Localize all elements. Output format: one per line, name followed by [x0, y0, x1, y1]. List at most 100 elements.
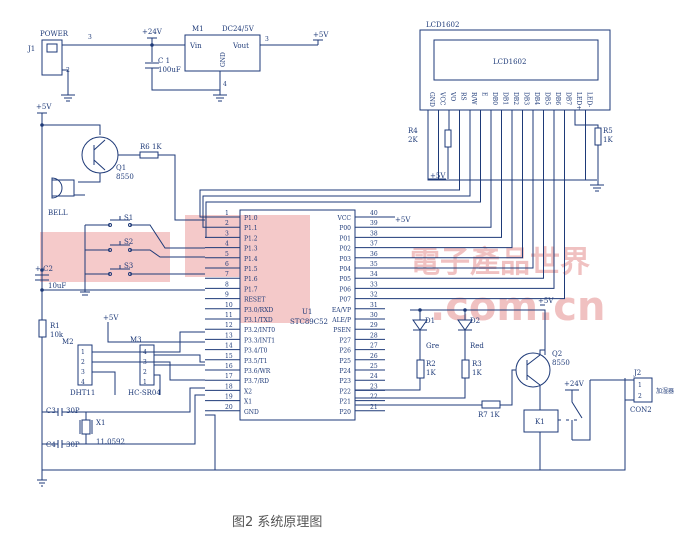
mcu-pin-name: EA/VP [332, 307, 351, 314]
r5-value: 1K [603, 136, 613, 144]
r3-label: R3 [472, 360, 482, 368]
mcu-pin-number: 29 [370, 322, 378, 329]
mcu-v5-label: +5V [395, 216, 411, 224]
c4-label: C4 [46, 441, 56, 449]
mcu-pin-name: P20 [339, 409, 351, 416]
v24-relay-label: +24V [564, 380, 585, 388]
r2-label: R2 [426, 360, 436, 368]
mcu-pin-name: P1.3 [244, 246, 258, 253]
r4-value: 2K [408, 136, 418, 144]
bell-label: BELL [48, 209, 68, 217]
r1-value: 10k [50, 331, 64, 339]
mcu-pin-name: P25 [339, 358, 351, 365]
mcu-pin-name: P3.0/RXD [244, 307, 273, 314]
switch-s2 [85, 241, 205, 258]
mcu-pin-number: 10 [225, 302, 233, 309]
mcu-pin-name: P3.4/T0 [244, 348, 268, 355]
lcd-pin-label: DB6 [554, 92, 561, 105]
lcd-data-bus [385, 122, 565, 300]
mcu-pin-number: 19 [225, 394, 233, 401]
lcd-pin-label: DB3 [523, 92, 530, 105]
mcu-pin-number: 7 [225, 271, 229, 278]
mcu-pin-number: 32 [370, 292, 378, 299]
mcu-pin-name: P3.1/TXD [244, 317, 273, 324]
relay-coil-k1 [523, 409, 559, 433]
mcu-pin-number: 25 [370, 363, 378, 370]
r7-resistor [481, 400, 501, 409]
crystal-x1 [81, 419, 91, 435]
lcd-data-bus [385, 122, 523, 259]
mcu-pin-name: P05 [339, 276, 351, 283]
mcu-pin-name: P03 [339, 256, 351, 263]
lcd-module [419, 29, 611, 111]
mcu-pin-name: P1.6 [244, 276, 258, 283]
watermark: 電子產品世界 .com.cn [40, 215, 605, 330]
mcu-pin-number: 21 [370, 404, 378, 411]
mcu-pin-name: P23 [339, 378, 351, 385]
lcd-pin-label: VCC [439, 91, 446, 106]
mcu-pin-number: 22 [370, 394, 378, 401]
lcd-pin-label: RS [460, 92, 467, 101]
r3-resistor [461, 359, 470, 379]
watermark-site: .com.cn [430, 284, 605, 330]
j2-pin2: 2 [638, 393, 642, 400]
lcd-data-bus [385, 122, 492, 228]
lcd-pin-label: DB5 [544, 92, 551, 105]
sensor-v5-label: +5V [103, 314, 119, 322]
lcd-pin-label: E [481, 92, 488, 96]
mcu-pin-number: 24 [370, 373, 378, 380]
hc-sr04-label: HC-SR04 [128, 389, 161, 397]
mcu-pin-number: 36 [370, 251, 378, 258]
lcd-v5-label: +5V [430, 172, 446, 180]
mcu-pin-name: RESET [244, 297, 265, 304]
hc-sr04-pin-number: 1 [143, 379, 147, 386]
lcd-pin-label: R/W [470, 92, 477, 106]
mcu-pin-number: 30 [370, 312, 378, 319]
r1-resistor [38, 319, 47, 338]
c3-label: C3 [46, 407, 56, 415]
mcu-pin-number: 18 [225, 383, 233, 390]
mcu-pin-name: P1.2 [244, 235, 258, 242]
mcu-pin-number: 8 [225, 281, 229, 288]
mcu-pin-number: 31 [370, 302, 378, 309]
j2-pin1: 1 [638, 382, 642, 389]
mcu-pin-number: 26 [370, 353, 378, 360]
mcu-pin-name: P1.5 [244, 266, 258, 273]
r5-label: R5 [603, 127, 613, 135]
mcu-pin-name: P1.0 [244, 215, 258, 222]
mcu-right-pins: 40VCC39P0038P0137P0236P0335P0434P0533P06… [331, 210, 395, 416]
mcu-pin-name: X2 [244, 388, 252, 395]
s2-label: S2 [124, 238, 133, 246]
mcu-name: U1 [302, 308, 312, 316]
lcd-data-bus [385, 122, 513, 249]
bell-body [51, 179, 75, 197]
mcu-pin-number: 34 [370, 271, 378, 278]
lcd-data-bus [385, 122, 502, 238]
q1-label: Q1 [116, 164, 126, 172]
mcu-pin-number: 35 [370, 261, 378, 268]
lcd-data-bus [385, 122, 534, 269]
mcu-pin-number: 39 [370, 220, 378, 227]
d2-color: Red [470, 342, 484, 350]
lcd-pin-label: GND [428, 92, 435, 107]
switch-s1 [85, 216, 205, 249]
c3-value: 30P [66, 407, 80, 415]
mcu-section: 1P1.02P1.13P1.24P1.35P1.46P1.57P1.68P1.7… [205, 209, 411, 421]
mcu-pin-number: 11 [225, 312, 233, 319]
mcu-pin-name: P06 [339, 286, 351, 293]
v5-power-label: +5V [313, 31, 329, 39]
mcu-pin-name: P24 [339, 368, 351, 375]
c2-value: 10uF [48, 282, 66, 290]
power-section: J1 POWER 3 2 +24V C 1 100uF M1 DC24/5V V… [27, 25, 329, 102]
c4-value: 30P [66, 441, 80, 449]
lcd-pin-label: DB2 [512, 92, 519, 105]
mcu-pin-name: P3.2/INT0 [244, 327, 275, 334]
r5-resistor [594, 127, 602, 146]
lcd-pin-label: DB1 [502, 92, 509, 105]
mcu-pin-name: P1.7 [244, 286, 258, 293]
mcu-pin-name: P3.7/RD [244, 378, 269, 385]
module-label: DC24/5V [222, 25, 255, 33]
